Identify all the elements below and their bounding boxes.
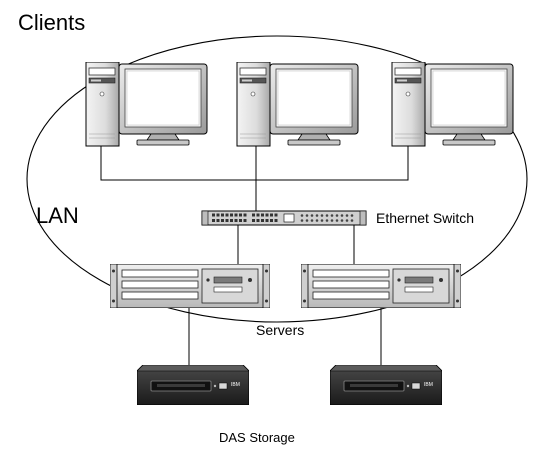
- client-workstation-2: [236, 62, 359, 147]
- ethernet-switch: [201, 210, 367, 226]
- rack-server-1: [110, 264, 270, 308]
- network-links: [100, 146, 409, 366]
- das-storage-label: DAS Storage: [219, 430, 295, 445]
- das-storage-unit-1: IBM: [137, 365, 249, 405]
- rack-server-2: [301, 264, 461, 308]
- storage-brand-label: IBM: [424, 382, 433, 388]
- clients-label: Clients: [18, 10, 86, 35]
- lan-boundary: [26, 35, 528, 323]
- ethernet-switch-label: Ethernet Switch: [376, 210, 475, 226]
- servers-label: Servers: [256, 322, 305, 338]
- lan-label: LAN: [36, 203, 79, 228]
- storage-brand-label: IBM: [231, 382, 240, 388]
- client-workstation-3: [391, 62, 514, 147]
- das-storage-unit-2: IBM: [330, 365, 442, 405]
- client-workstation-1: [85, 62, 208, 147]
